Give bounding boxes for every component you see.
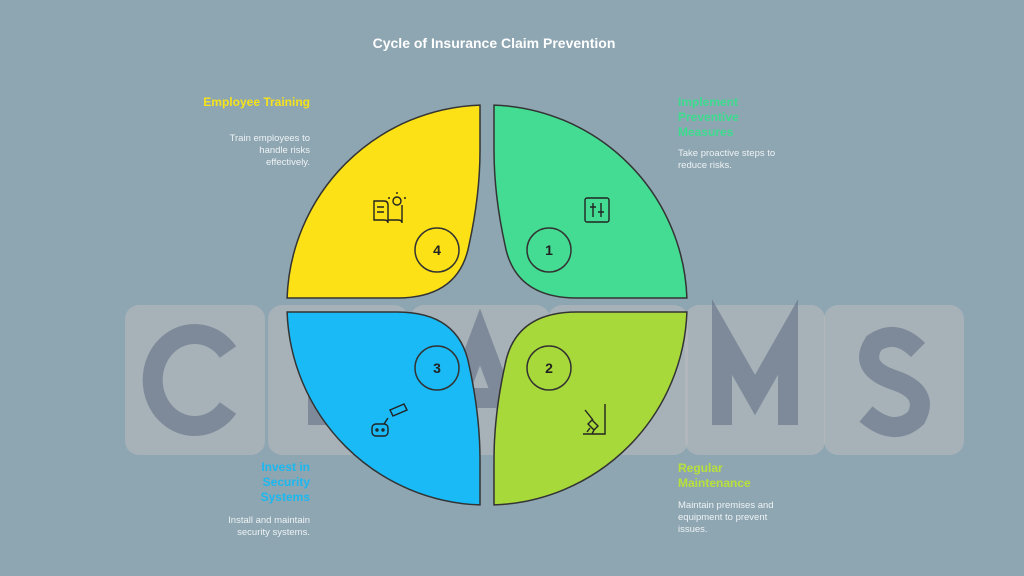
- tools-icon: [584, 197, 610, 223]
- step-3-description: Install and maintain security systems.: [228, 515, 310, 538]
- security-camera-icon: [371, 403, 408, 437]
- step-2-description: Maintain premises and equipment to preve…: [678, 500, 774, 535]
- number-badge-2: 2: [526, 345, 572, 391]
- step-4-description: Train employees to handle risks effectiv…: [229, 133, 310, 168]
- number-badge-1: 1: [526, 227, 572, 273]
- segment-1: [493, 104, 688, 299]
- badge-number: 4: [433, 242, 441, 258]
- step-3-label: Invest in Security Systems: [260, 460, 310, 504]
- number-badge-3: 3: [414, 345, 460, 391]
- badge-number: 1: [545, 242, 553, 258]
- badge-number: 2: [545, 360, 553, 376]
- segment-2: [493, 311, 688, 506]
- diagram-title: Cycle of Insurance Claim Prevention: [372, 35, 616, 51]
- step-4-label: Employee Training: [203, 95, 310, 109]
- segment-3: [286, 311, 481, 506]
- step-1-label: Implement Preventive Measures: [678, 95, 739, 139]
- step-2-label: Regular Maintenance: [678, 461, 751, 490]
- step-1-description: Take proactive steps to reduce risks.: [678, 148, 776, 171]
- broom-icon: [583, 404, 606, 435]
- badge-number: 3: [433, 360, 441, 376]
- number-badge-4: 4: [414, 227, 460, 273]
- book-lightbulb-icon: [373, 192, 406, 224]
